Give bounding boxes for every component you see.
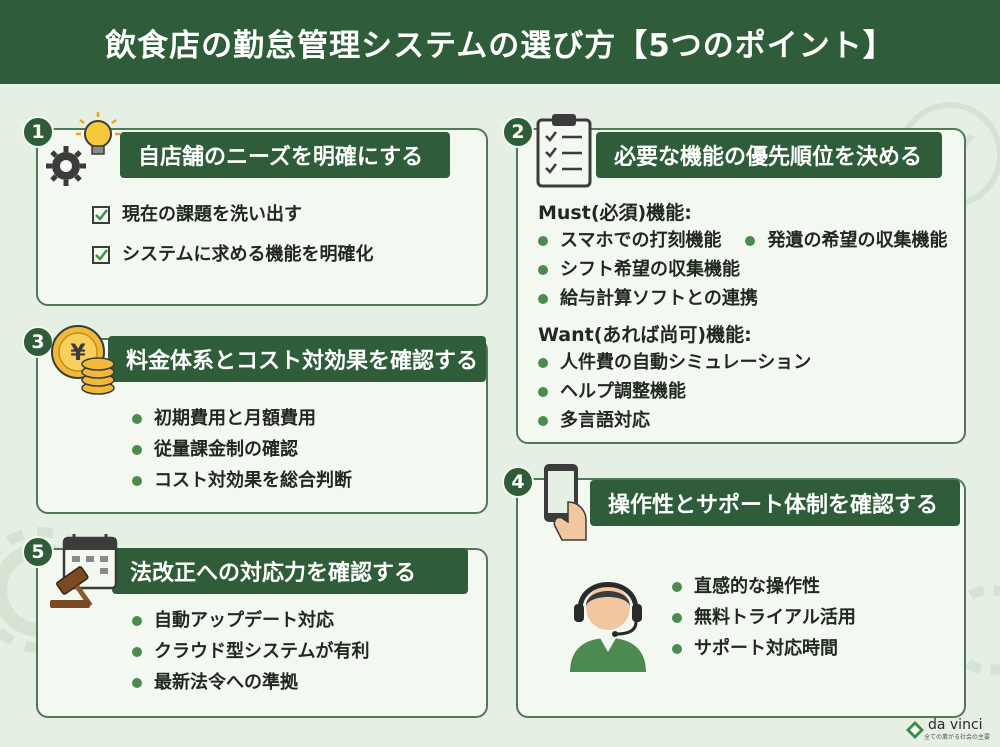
brand-logo: da vinci 全ての業がる社会の主要 xyxy=(905,717,990,741)
list-item-text: 現在の課題を洗い出す xyxy=(122,204,302,225)
list-item: 現在の課題を洗い出す xyxy=(92,206,373,224)
checklist-clipboard-icon xyxy=(534,110,594,194)
point-number-badge: 4 xyxy=(502,466,534,498)
list-item-text: 無料トライアル活用 xyxy=(694,607,856,628)
bullet-icon xyxy=(132,414,142,424)
list-item: 人件費の自動シミュレーション xyxy=(538,354,811,372)
point-1-list: 現在の課題を洗い出す システムに求める機能を明確化 xyxy=(92,206,373,264)
want-label: Want(あれば尚可)機能: xyxy=(538,324,752,346)
list-item-text: 多言語対応 xyxy=(560,410,650,431)
list-item: 最新法令への準拠 xyxy=(132,674,369,692)
list-item-text: クラウド型システムが有利 xyxy=(154,641,370,662)
bullet-icon xyxy=(745,236,756,246)
list-item-prefix: 発遺の xyxy=(767,230,822,251)
point-number-badge: 1 xyxy=(22,116,54,148)
list-item: ヘルプ調整機能 xyxy=(538,383,811,401)
point-number-badge: 5 xyxy=(22,536,54,568)
list-item-text: サポート対応時間 xyxy=(694,638,838,659)
must-label: Must(必須)機能: xyxy=(538,202,692,224)
list-item-text: ヘルプ調整機能 xyxy=(560,381,686,402)
list-item-text: システムに求める機能を明確化 xyxy=(122,244,374,265)
gavel-calendar-icon xyxy=(46,534,122,618)
list-item-text: 希望の収集機能 xyxy=(821,230,948,251)
point-heading: 必要な機能の優先順位を決める xyxy=(596,132,942,178)
point-3-list: 初期費用と月額費用 従量課金制の確認 コスト対効果を総合判断 xyxy=(132,410,352,490)
point-heading: 操作性とサポート体制を確認する xyxy=(590,480,960,526)
svg-text:¥: ¥ xyxy=(70,341,86,366)
list-item: コスト対効果を総合判断 xyxy=(132,472,352,490)
bullet-icon xyxy=(132,476,142,486)
list-item: 無料トライアル活用 xyxy=(672,609,856,627)
logo-name: da vinci xyxy=(927,717,983,733)
list-item-text: 従量課金制の確認 xyxy=(154,439,298,460)
bullet-icon xyxy=(672,613,682,623)
page-header: 飲食店の勤怠管理システムの選び方【5つのポイント】 xyxy=(0,0,1000,84)
want-list: 人件費の自動シミュレーション ヘルプ調整機能 多言語対応 xyxy=(538,354,811,430)
logo-diamond-icon xyxy=(905,720,924,739)
list-item: サポート対応時間 xyxy=(672,640,856,658)
list-item-text: 給与計算ソフトとの連携 xyxy=(560,288,758,309)
checkbox-checked-icon xyxy=(92,206,110,224)
list-item-text: 直感的な操作性 xyxy=(694,576,820,597)
logo-tagline: 全ての業がる社会の主要 xyxy=(923,734,990,741)
lightbulb-gear-icon xyxy=(44,108,120,192)
list-item-text: 人件費の自動シミュレーション xyxy=(560,352,812,373)
point-heading: 料金体系とコスト対効果を確認する xyxy=(108,336,486,382)
point-5-list: 自動アップデート対応 クラウド型システムが有利 最新法令への準拠 xyxy=(132,612,369,692)
list-item: 多言語対応 xyxy=(538,412,811,430)
smartphone-hand-icon xyxy=(538,462,594,546)
bullet-icon xyxy=(538,416,548,426)
page-title: 飲食店の勤怠管理システムの選び方【5つのポイント】 xyxy=(105,27,895,64)
bullet-icon xyxy=(672,644,682,654)
bullet-icon xyxy=(538,236,548,246)
list-item-text: コスト対効果を総合判断 xyxy=(154,470,352,491)
list-item-text: スマホでの打刻機能 xyxy=(560,230,722,251)
bullet-icon xyxy=(538,358,548,368)
list-item-text: 最新法令への準拠 xyxy=(154,672,298,693)
bullet-icon xyxy=(538,265,548,275)
list-item-text: シフト希望の収集機能 xyxy=(560,259,740,280)
point-heading: 自店舗のニーズを明確にする xyxy=(120,132,450,178)
list-item: 直感的な操作性 xyxy=(672,578,856,596)
list-item: 給与計算ソフトとの連携 xyxy=(538,290,947,308)
bullet-icon xyxy=(132,616,142,626)
bullet-icon xyxy=(672,582,682,592)
bullet-icon xyxy=(132,445,142,455)
list-item: システムに求める機能を明確化 xyxy=(92,246,373,264)
list-item: クラウド型システムが有利 xyxy=(132,643,369,661)
list-item: シフト希望の収集機能 xyxy=(538,261,947,279)
bullet-icon xyxy=(132,678,142,688)
point-4-list: 直感的な操作性 無料トライアル活用 サポート対応時間 xyxy=(672,578,856,658)
bullet-icon xyxy=(538,387,548,397)
bullet-icon xyxy=(132,647,142,657)
list-item: 従量課金制の確認 xyxy=(132,441,352,459)
list-item: 初期費用と月額費用 xyxy=(132,410,352,428)
point-heading: 法改正への対応力を確認する xyxy=(112,548,468,594)
headset-operator-icon xyxy=(560,568,656,676)
list-item-text: 初期費用と月額費用 xyxy=(154,408,316,429)
list-item: 自動アップデート対応 xyxy=(132,612,369,630)
yen-coins-icon: ¥ xyxy=(48,322,120,400)
must-list: スマホでの打刻機能 発遺の希望の収集機能 シフト希望の収集機能 給与計算ソフトと… xyxy=(538,232,947,308)
list-item: スマホでの打刻機能 発遺の希望の収集機能 xyxy=(538,232,947,250)
checkbox-checked-icon xyxy=(92,246,110,264)
point-number-badge: 3 xyxy=(22,326,54,358)
point-number-badge: 2 xyxy=(502,116,534,148)
list-item-text: 自動アップデート対応 xyxy=(154,610,334,631)
bullet-icon xyxy=(538,294,548,304)
